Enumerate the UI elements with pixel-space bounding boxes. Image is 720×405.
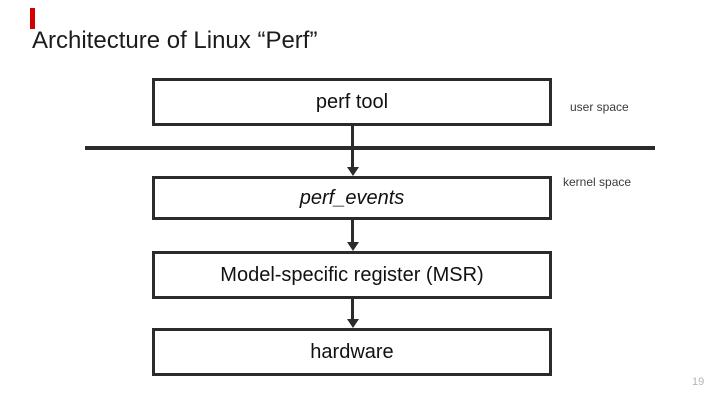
hardware-label: hardware: [310, 340, 394, 363]
arrow-line: [351, 219, 354, 243]
msr-label: Model-specific register (MSR): [220, 263, 484, 286]
perf-events-label: perf_events: [299, 186, 405, 209]
page-number: 19: [692, 376, 705, 388]
arrow-down-icon: [347, 167, 359, 176]
user-kernel-separator-line: [85, 146, 655, 150]
arrow-down-icon: [347, 319, 359, 328]
msr-box: Model-specific register (MSR): [152, 251, 552, 299]
arrow-line: [351, 126, 354, 167]
arrow-down-icon: [347, 242, 359, 251]
red-accent-bar: [30, 8, 35, 29]
perf-tool-box: perf tool: [152, 78, 552, 126]
perf-tool-label: perf tool: [315, 90, 389, 113]
perf-events-box: perf_events: [152, 176, 552, 220]
user-space-label: user space: [570, 100, 629, 114]
kernel-space-label: kernel space: [563, 175, 632, 189]
slide-title: Architecture of Linux “Perf”: [32, 27, 318, 54]
hardware-box: hardware: [152, 328, 552, 376]
arrow-line: [351, 298, 354, 320]
